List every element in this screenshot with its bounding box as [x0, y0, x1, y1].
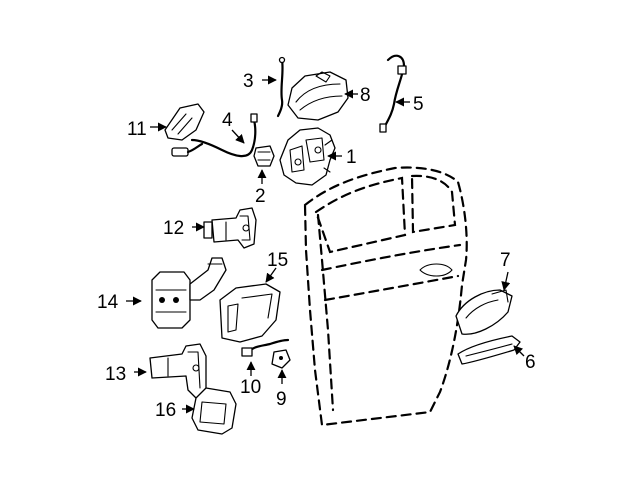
release-cable-part — [379, 54, 407, 133]
callout-6: 6 — [525, 352, 536, 373]
callout-13: 13 — [105, 364, 126, 385]
bracket-part — [271, 349, 291, 369]
actuator-part — [164, 103, 205, 141]
callout-12: 12 — [163, 218, 184, 239]
door-lock-part — [279, 127, 336, 186]
inner-handle-carrier-part — [287, 71, 349, 121]
callout-1: 1 — [346, 147, 357, 168]
lock-rod-part — [276, 56, 286, 118]
handle-bracket-part — [455, 289, 513, 335]
callout-2: 2 — [255, 186, 266, 207]
callout-15: 15 — [267, 250, 288, 271]
lock-cover-part — [219, 283, 281, 343]
callout-10: 10 — [240, 377, 261, 398]
lower-hinge-part — [149, 343, 207, 399]
callout-16: 16 — [155, 400, 176, 421]
callout-8: 8 — [360, 85, 371, 106]
upper-hinge-part — [203, 207, 257, 249]
callout-5: 5 — [413, 94, 424, 115]
outside-handle-part — [457, 335, 521, 365]
sensor-part — [241, 338, 290, 357]
callout-14: 14 — [97, 292, 119, 313]
callout-11: 11 — [127, 119, 147, 140]
callout-9: 9 — [276, 389, 287, 410]
callout-7: 7 — [500, 250, 511, 271]
door-check-part — [151, 257, 227, 329]
seal-pad-part — [191, 387, 237, 435]
callout-4: 4 — [222, 110, 233, 131]
wire-harness-part — [171, 113, 258, 158]
lock-switch-part — [253, 145, 275, 167]
rear-door-outline — [303, 166, 468, 427]
callout-3: 3 — [243, 71, 254, 92]
